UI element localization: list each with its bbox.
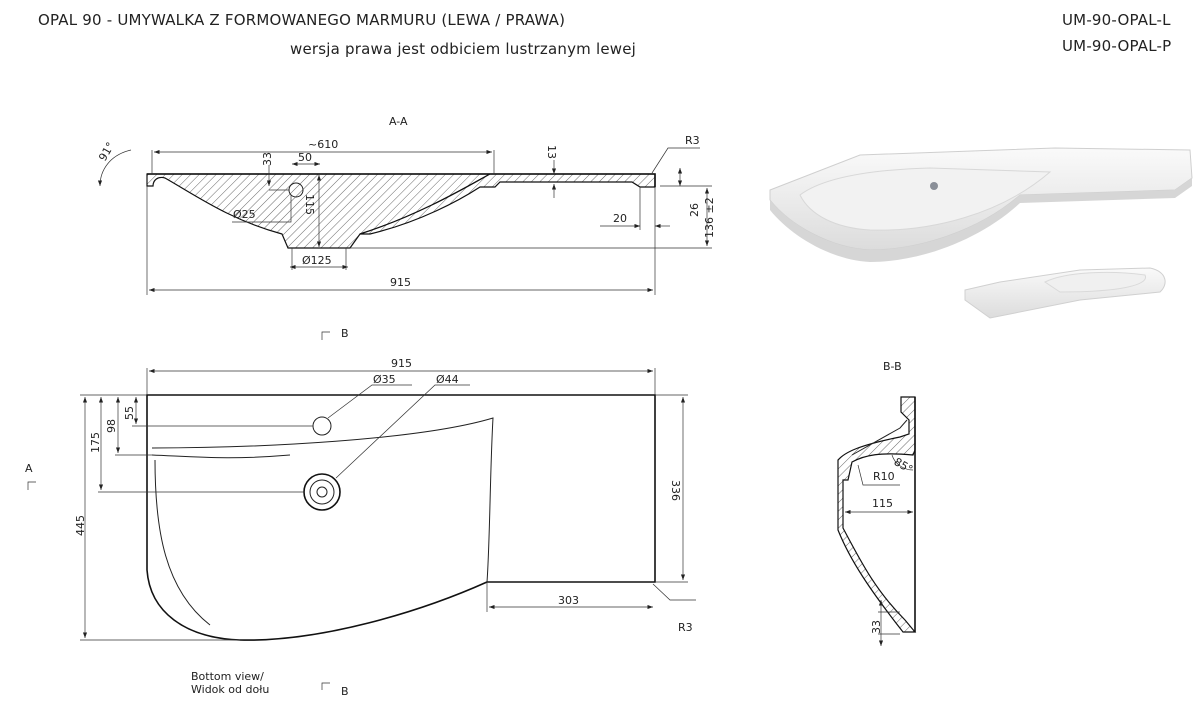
dim-336: 336: [669, 480, 682, 501]
product-code-left: UM-90-OPAL-L: [1062, 11, 1171, 29]
dim-33: 33: [261, 152, 274, 166]
dim-total-width-bottom: 915: [391, 357, 412, 370]
section-aa: A-A Ø125 915 ~610 91° 33 50 115 Ø25 13: [96, 115, 716, 295]
dim-tap-hole: Ø35: [373, 373, 396, 386]
dim-115-bb: 115: [872, 497, 893, 510]
basin-outline: [146, 394, 656, 641]
dim-r10: R10: [873, 470, 895, 483]
dim-85-deg: 85°: [892, 455, 915, 476]
dim-175: 175: [89, 432, 102, 453]
dim-50: 50: [298, 151, 312, 164]
caption-widok-od-dolu: Widok od dołu: [191, 683, 269, 696]
drain-hole: [303, 473, 341, 511]
dim-303: 303: [558, 594, 579, 607]
dim-bowl-width: ~610: [308, 138, 338, 151]
dim-13: 13: [545, 145, 558, 159]
dim-26: 26: [688, 203, 701, 217]
dim-total-width: 915: [390, 276, 411, 289]
product-render-small: [964, 267, 1166, 319]
section-mark-b-top: B: [341, 327, 349, 340]
basin-section-profile: [146, 173, 491, 249]
dim-drain-hole: Ø44: [436, 373, 459, 386]
section-aa-label: A-A: [389, 115, 408, 128]
section-bb-label: B-B: [883, 360, 902, 373]
dim-r3: R3: [685, 134, 700, 147]
caption-bottom-view: Bottom view/: [191, 670, 264, 683]
counter-slab-section: [359, 173, 656, 235]
dim-depth: 445: [74, 515, 87, 536]
dim-115: 115: [303, 194, 316, 215]
drawing-title: OPAL 90 - UMYWALKA Z FORMOWANEGO MARMURU…: [38, 11, 566, 29]
basin-section-bb: [837, 396, 917, 633]
dim-angle: 91°: [96, 140, 117, 163]
product-code-right: UM-90-OPAL-P: [1062, 37, 1172, 55]
dim-55: 55: [123, 406, 136, 420]
drawing-subtitle: wersja prawa jest odbiciem lustrzanym le…: [290, 40, 637, 58]
dim-overflow-diameter: Ø25: [233, 208, 256, 221]
section-mark-a: A: [25, 462, 33, 475]
dim-33-bb: 33: [870, 620, 883, 634]
bottom-view: B B A 915 Ø35 Ø44 55 98 175 445: [25, 327, 696, 698]
dim-height: 136 ±2: [703, 197, 716, 238]
dim-drain-diameter: Ø125: [302, 254, 332, 267]
section-bb: B-B R10 85° 115 33: [837, 360, 917, 646]
tap-hole: [312, 416, 332, 436]
dim-98: 98: [105, 419, 118, 433]
section-mark-b-bottom: B: [341, 685, 349, 698]
product-render-main: [769, 147, 1193, 262]
dim-20: 20: [613, 212, 627, 225]
dim-r3-bottom: R3: [678, 621, 693, 634]
